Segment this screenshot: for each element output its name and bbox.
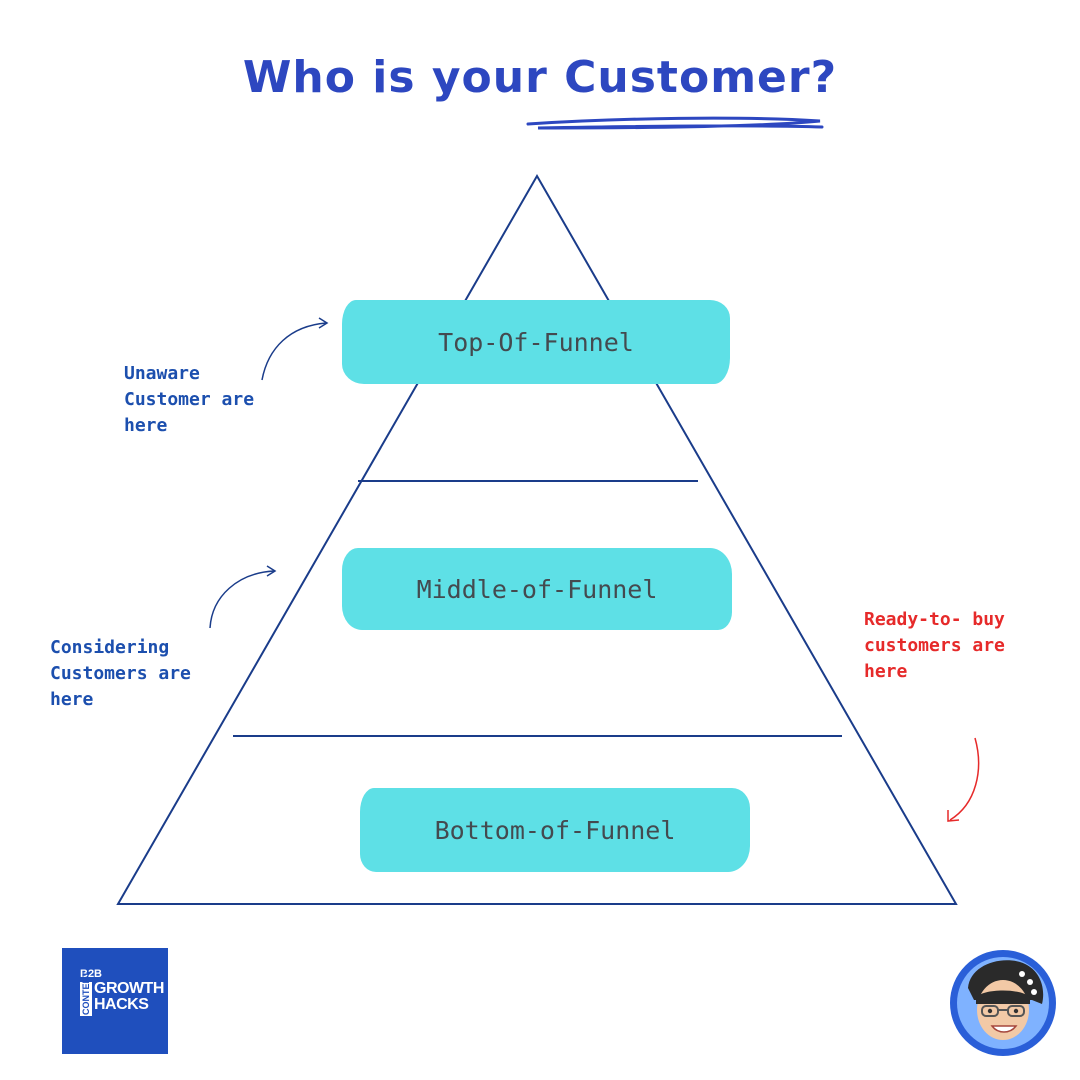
annotation-unaware: Unaware Customer are here <box>124 363 255 436</box>
logo-growth: GROWTH <box>94 980 164 997</box>
arrow-ready <box>949 737 980 821</box>
logo-hacks: HACKS <box>94 996 149 1013</box>
stage-top-of-funnel: Top-Of-Funnel <box>342 300 730 384</box>
stage-label: Top-Of-Funnel <box>438 327 634 357</box>
logo-bar <box>80 982 92 1016</box>
logo-growth-hacks-text: GROWTH HACKS <box>94 981 164 1013</box>
arrowhead-ready <box>947 810 960 822</box>
stage-middle-of-funnel: Middle-of-Funnel <box>342 548 732 630</box>
brand-logo: B2B GROWTH HACKS CONTENT <box>62 948 168 1054</box>
arrowhead-considering <box>266 565 277 577</box>
logo-b2b-text: B2B <box>80 968 103 980</box>
annotation-ready-to-buy: Ready-to- buy customers are here <box>864 609 1005 682</box>
stage-bottom-of-funnel: Bottom-of-Funnel <box>360 788 750 872</box>
stage-label: Bottom-of-Funnel <box>434 815 676 845</box>
page-title: Who is your Customer? <box>242 52 838 103</box>
arrowhead-unaware <box>318 317 329 329</box>
avatar-icon <box>950 950 1056 1056</box>
arrow-unaware <box>261 322 327 381</box>
logo-content-text: CONTENT <box>81 971 91 1016</box>
pyramid-outline <box>116 173 958 905</box>
arrow-considering <box>209 570 275 629</box>
title-underline <box>526 116 824 130</box>
annotation-considering: Considering Customers are here <box>50 637 191 710</box>
stage-label: Middle-of-Funnel <box>416 574 658 604</box>
